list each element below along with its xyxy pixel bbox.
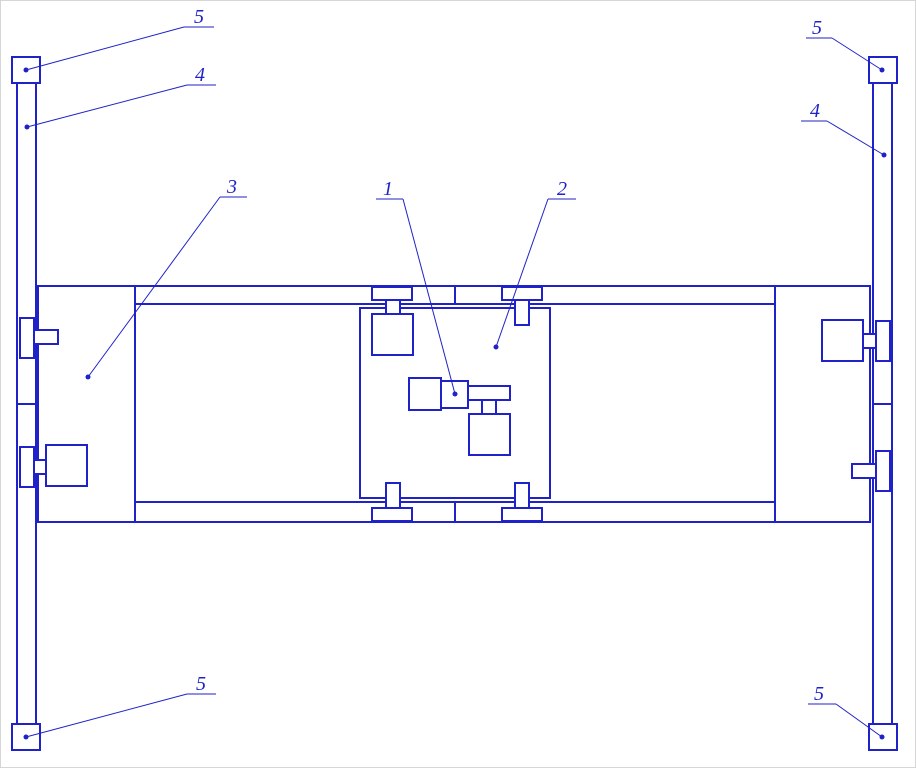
left-rail (16, 81, 37, 726)
leader-dot-4-right (881, 152, 887, 158)
label-2: 2 (557, 178, 567, 200)
label-5-top-right: 5 (812, 17, 822, 39)
label-3: 3 (226, 176, 237, 198)
main-frame (37, 285, 871, 523)
leader-dot-5-top-right (879, 67, 885, 73)
right-lower-clamp (851, 450, 891, 492)
label-1: 1 (383, 178, 393, 200)
left-upper-clamp (19, 317, 59, 359)
label-5-bottom-left: 5 (196, 673, 206, 695)
right-upper-motor (821, 319, 891, 362)
drive-unit (408, 377, 511, 456)
leader-dot-5-top-left (23, 67, 29, 73)
leader-dot-2 (493, 344, 499, 350)
top-right-roller (501, 286, 543, 326)
leader-dot-5-bottom-left (23, 734, 29, 740)
label-4-right: 4 (810, 100, 820, 122)
right-rail (872, 81, 893, 726)
leader-dot-1 (452, 391, 458, 397)
label-5-bottom-right: 5 (814, 683, 824, 705)
top-left-roller (371, 286, 414, 356)
leader-dot-4-left (24, 124, 30, 130)
leader-dot-3 (85, 374, 91, 380)
label-5-top-left: 5 (194, 6, 204, 28)
label-4-left: 4 (195, 64, 205, 86)
leader-dot-5-bottom-right (879, 734, 885, 740)
bottom-right-roller (501, 482, 543, 522)
left-lower-motor (19, 444, 88, 488)
carriage-plate (359, 307, 551, 499)
bottom-left-roller (371, 482, 413, 522)
